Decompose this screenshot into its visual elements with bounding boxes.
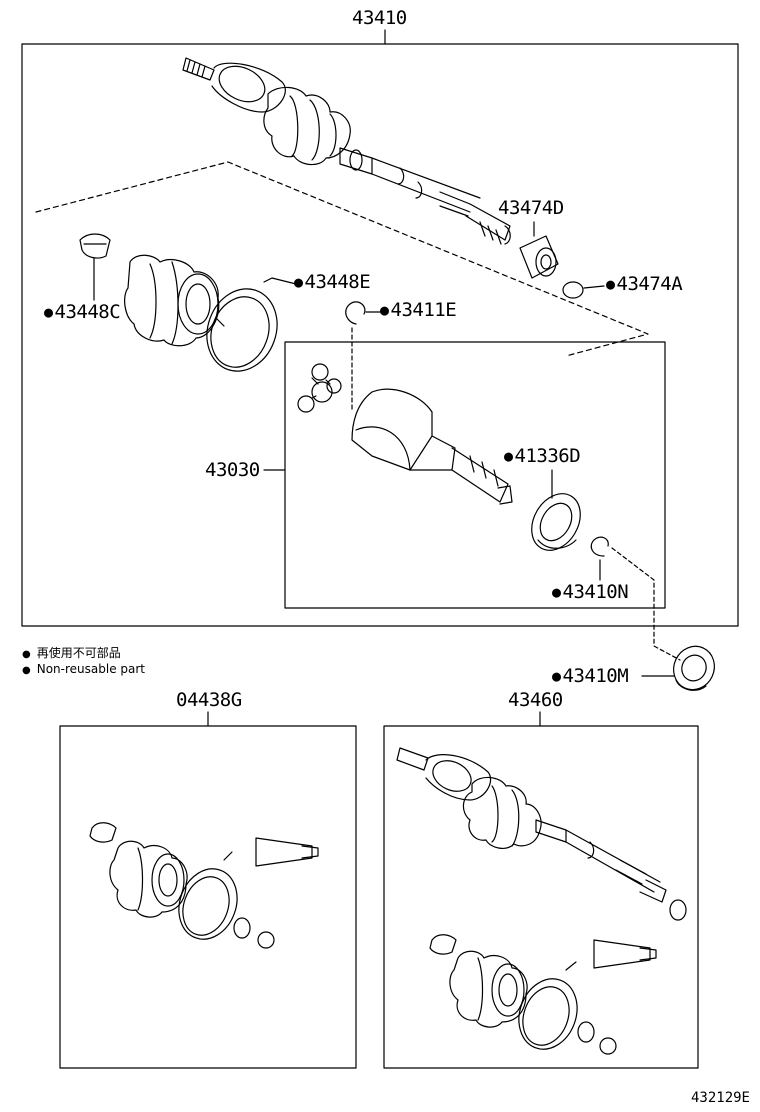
label-main-assembly: 43410 (352, 7, 407, 29)
tripod-part (297, 363, 342, 413)
drive-shaft-main (182, 57, 511, 245)
inner-housing-part (351, 388, 513, 505)
label-damper: 43474D (498, 197, 564, 219)
label-right-assembly: 43460 (508, 689, 563, 711)
label-clamp-large: 43448E (294, 272, 371, 293)
legend-jp: ● 再使用不可部品 (22, 644, 121, 661)
main-assembly-box (21, 29, 739, 627)
damper-clamp-part (562, 281, 605, 299)
legend-bullet: ● (22, 665, 31, 676)
right-assembly-box (383, 725, 699, 1069)
label-inner-joint: 43030 (205, 459, 260, 481)
label-seal-outer: 43410M (552, 666, 629, 687)
right-assembly-parts (396, 747, 687, 1055)
explode-outline (35, 161, 649, 357)
outer-seal-part (641, 645, 715, 691)
large-band-part (206, 277, 297, 372)
legend-en: ● Non-reusable part (22, 662, 145, 676)
label-seal: 41336D (504, 446, 581, 467)
ring-part (590, 536, 609, 581)
left-kit-box (59, 725, 357, 1069)
label-damper-clamp: 43474A (606, 274, 683, 295)
damper-part (519, 221, 559, 279)
small-clamp-part (79, 233, 111, 301)
boot-part (124, 254, 220, 347)
label-clamp-small: 43448C (44, 302, 121, 323)
inner-joint-box (284, 341, 666, 609)
diagram-code: 432129E (690, 1090, 750, 1106)
legend-en-text: Non-reusable part (36, 662, 146, 676)
label-ring: 43410N (552, 582, 629, 603)
seal-part (531, 469, 581, 551)
label-snap-ring: 43411E (380, 300, 457, 321)
left-kit-parts (89, 822, 319, 949)
legend-jp-text: 再使用不可部品 (36, 646, 121, 660)
snap-ring-part (345, 301, 381, 411)
legend-bullet: ● (22, 649, 31, 660)
label-left-kit: 04438G (176, 689, 242, 711)
